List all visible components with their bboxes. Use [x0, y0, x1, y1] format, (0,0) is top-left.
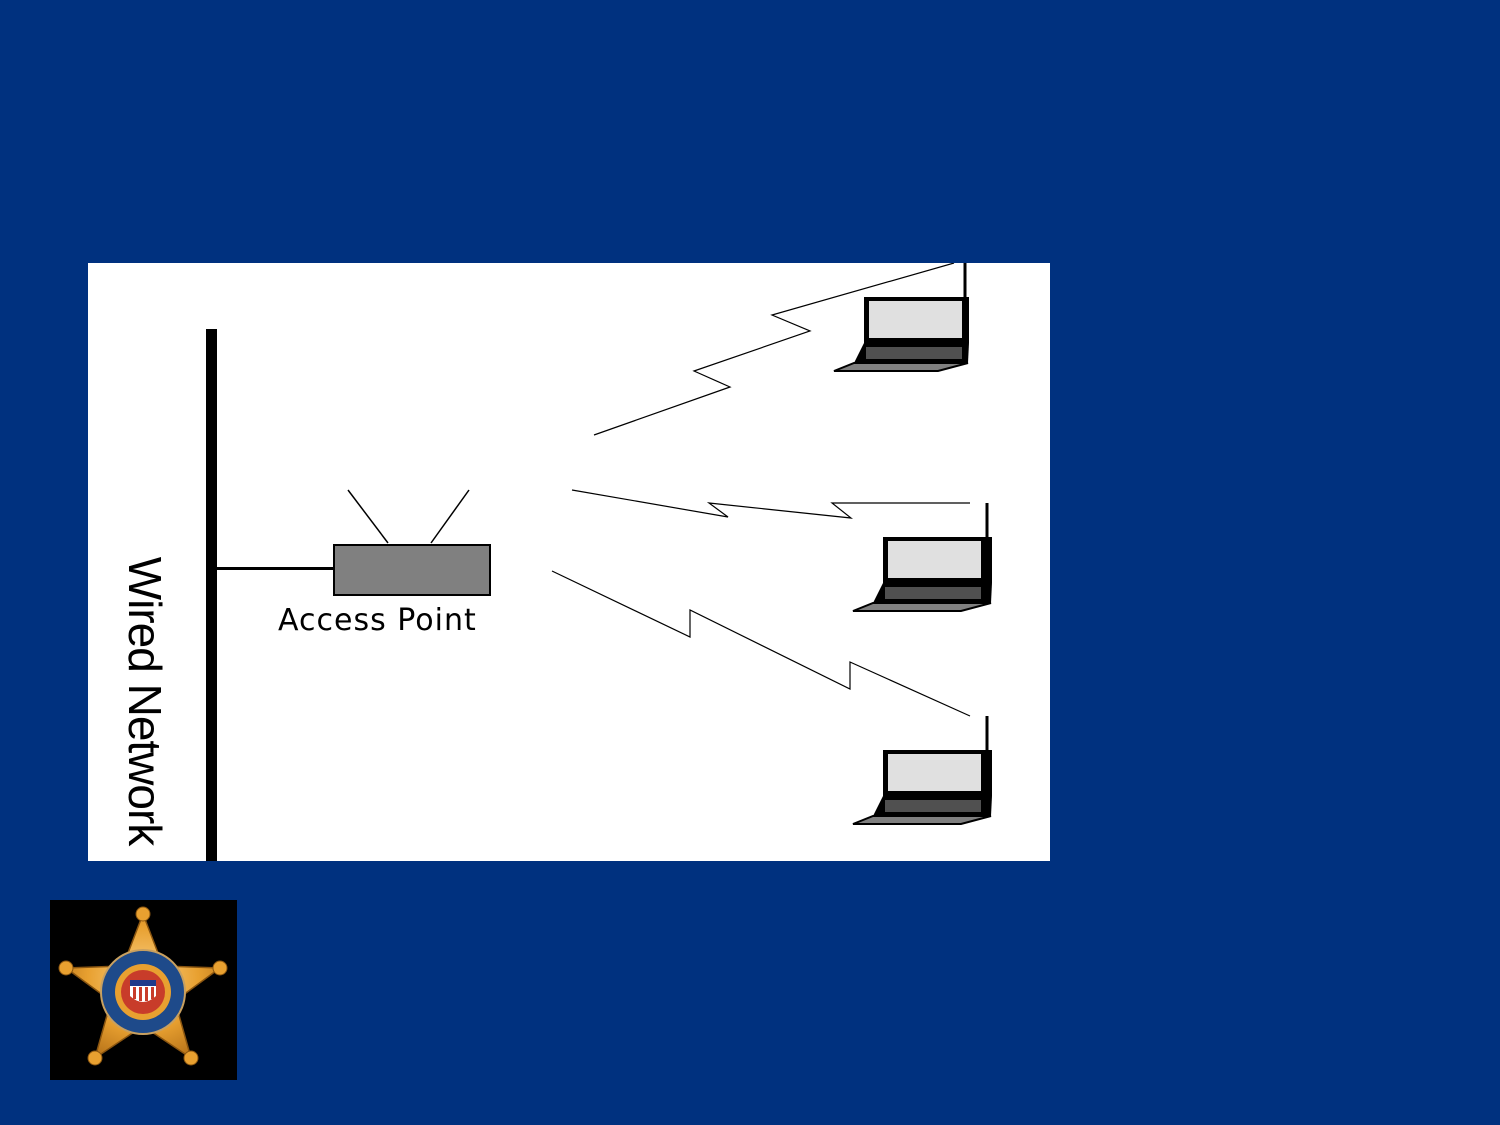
wireless-signal-bottom — [551, 570, 971, 717]
wireless-signal-middle — [571, 489, 970, 519]
laptop-icon — [852, 503, 992, 612]
wired-network-label: Wired Network — [119, 556, 171, 846]
ap-connection-line — [217, 567, 334, 570]
laptop-icon — [852, 716, 992, 825]
laptop-icon — [833, 263, 969, 372]
network-diagram: Wired Network Access Point — [88, 263, 1050, 861]
star-badge-icon — [58, 906, 228, 1066]
wired-backbone-line — [206, 329, 217, 861]
wireless-signal-top — [593, 263, 955, 436]
secret-service-badge — [50, 900, 237, 1080]
diagram-drawing — [206, 263, 992, 861]
access-point-icon — [333, 489, 491, 596]
access-point-label: Access Point — [278, 603, 477, 638]
